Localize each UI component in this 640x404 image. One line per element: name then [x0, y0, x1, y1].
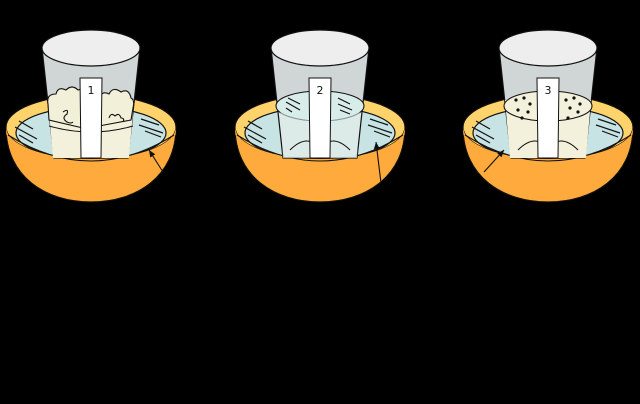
label-strip-2	[308, 77, 332, 159]
bowl-front-3	[463, 127, 633, 165]
water-ripple	[140, 118, 160, 126]
cup-top-2	[270, 29, 370, 67]
bowl-front-1	[6, 127, 176, 165]
water-ripple	[14, 126, 38, 140]
arrowhead-icon	[497, 150, 504, 158]
cup-top-3	[498, 29, 598, 67]
speck	[522, 96, 526, 100]
water-ripple	[18, 134, 34, 144]
speck	[516, 108, 520, 112]
cup-number-3: 3	[545, 84, 552, 97]
arrowhead-icon	[149, 150, 156, 158]
water-ripple	[475, 120, 491, 130]
speck	[514, 98, 518, 102]
speck	[564, 98, 568, 102]
speck	[520, 116, 524, 120]
water-ripple	[243, 126, 267, 140]
water-ripple	[601, 130, 619, 138]
setup-1: 1	[5, 29, 177, 203]
water-ripple	[369, 118, 389, 126]
water-ripple	[247, 134, 263, 144]
water-ripple	[138, 124, 164, 134]
water-ripple	[475, 134, 491, 144]
setup-2: 2	[234, 29, 406, 203]
water-ripple	[367, 124, 393, 134]
water-ripple	[595, 124, 621, 134]
water-ripple	[247, 120, 263, 130]
water-ripple	[373, 130, 391, 138]
label-strip-3	[536, 77, 560, 159]
speck	[566, 116, 570, 120]
speck	[572, 96, 576, 100]
speck	[526, 110, 530, 114]
cup-number-1: 1	[88, 84, 95, 97]
water-ripple	[18, 120, 34, 130]
foam-right	[98, 88, 135, 127]
speck	[528, 102, 532, 106]
water-ripple	[597, 118, 617, 126]
setup-3: 3	[462, 29, 634, 203]
bowl-front-2	[235, 127, 405, 165]
speck	[578, 102, 582, 106]
label-strip-1	[79, 77, 103, 159]
speck	[568, 106, 572, 110]
cup-top-1	[41, 29, 141, 67]
cup-number-2: 2	[317, 84, 324, 97]
arrowhead-icon	[373, 142, 380, 150]
water-ripple	[471, 126, 495, 140]
speck	[576, 110, 580, 114]
water-ripple	[144, 130, 162, 138]
